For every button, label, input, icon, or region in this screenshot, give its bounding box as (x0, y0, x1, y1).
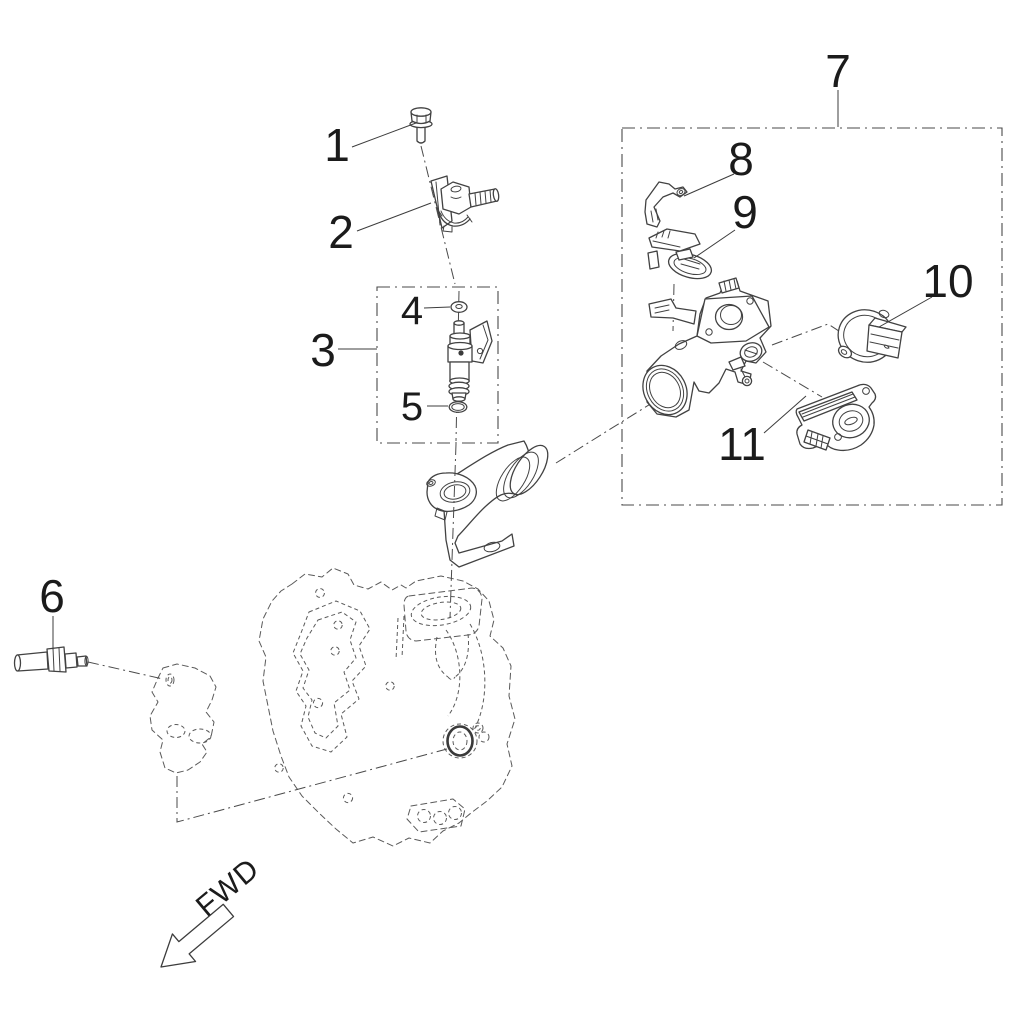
group-box-7 (621, 127, 1003, 506)
cylinder-head-outline (258, 567, 516, 847)
group-box-3 (376, 286, 499, 444)
part-label-7: 7 (825, 45, 851, 97)
part-number-labels: 1 2 3 4 5 6 7 8 9 10 11 (39, 45, 973, 622)
part-label-6: 6 (39, 570, 65, 622)
part-label-8: 8 (728, 133, 754, 185)
part-label-9: 9 (732, 186, 758, 238)
intake-pipe (426, 440, 549, 568)
leader-lines (52, 90, 933, 650)
part-label-11: 11 (718, 418, 766, 470)
fuel-injector-body (447, 320, 493, 402)
part-2-fuel-joint (430, 175, 500, 233)
part-label-3: 3 (310, 324, 336, 376)
sensor-boss-outline (149, 663, 217, 774)
part-11-throttle-position-sensor (795, 383, 877, 452)
part-label-10: 10 (922, 255, 973, 307)
part-1-bolt (409, 107, 433, 144)
part-6-temp-sensor (13, 646, 89, 673)
fwd-direction-indicator: FWD (160, 852, 266, 968)
part-label-2: 2 (328, 206, 354, 258)
fwd-arrow (160, 903, 235, 968)
part-label-4: 4 (401, 289, 423, 333)
part-4-seal-ring (450, 301, 468, 313)
part-label-5: 5 (401, 385, 423, 429)
part-9-connector (647, 228, 713, 280)
part-5-o-ring (448, 401, 468, 413)
assembly-centerlines (87, 145, 843, 823)
part-label-1: 1 (324, 119, 350, 171)
part-10-sensor (837, 309, 907, 363)
part-8-bracket (644, 181, 688, 228)
throttle-body (642, 277, 772, 418)
